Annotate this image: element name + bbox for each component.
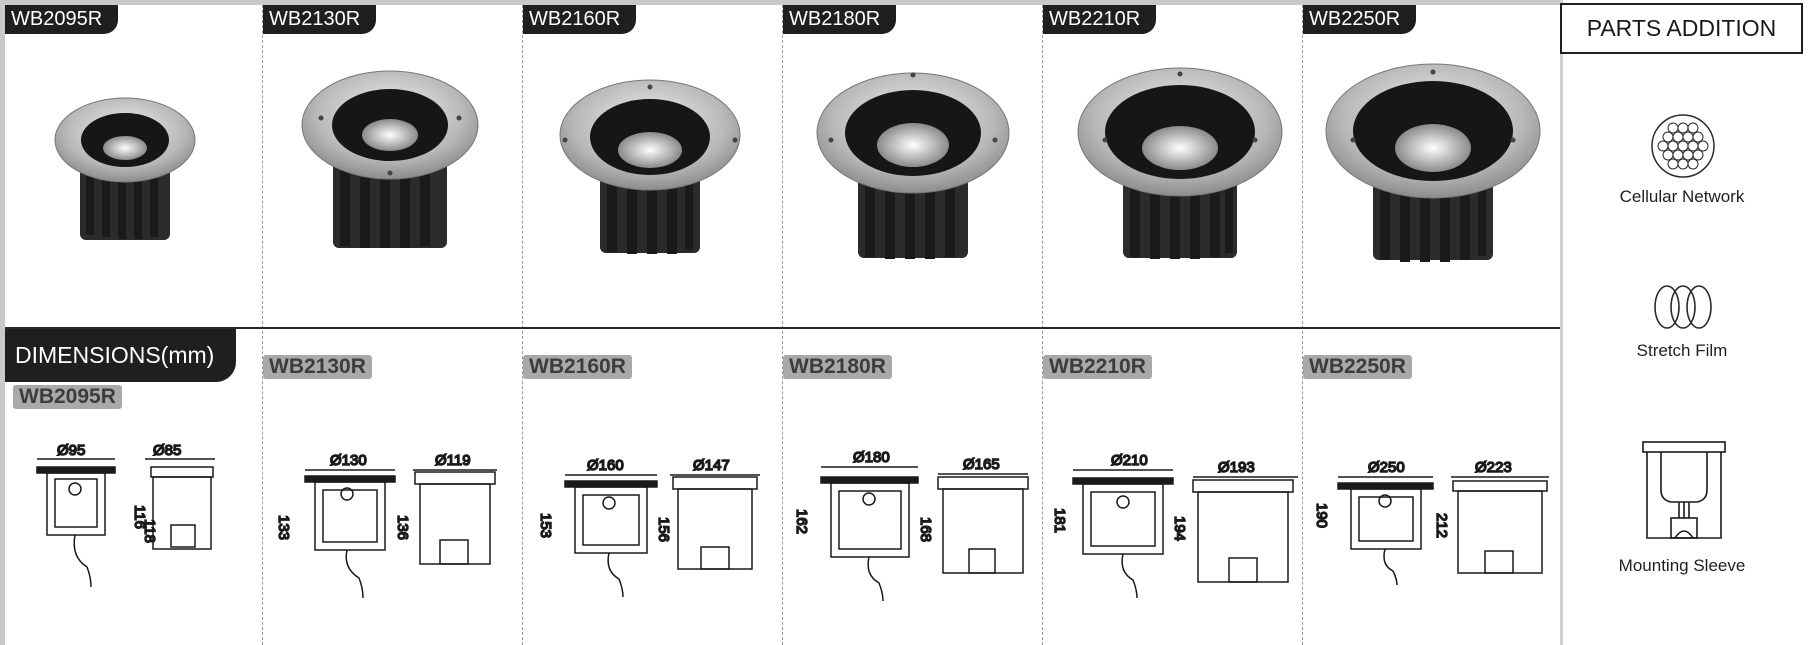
part-label: Stretch Film	[1636, 341, 1728, 360]
dimension-drawing-wb2095r: Ø95 Ø85 116 118	[25, 437, 225, 597]
model-tag: WB2130R	[263, 5, 377, 34]
model-tag: WB2095R	[5, 5, 119, 34]
section-divider	[5, 327, 1560, 329]
model-tag: WB2180R	[783, 5, 897, 34]
dimension-model-tag: WB2130R	[263, 355, 372, 379]
height-label: 181	[1051, 508, 1068, 533]
height-label: 118	[141, 519, 158, 543]
product-photo-wb2160r	[555, 75, 745, 265]
outer-diameter-label: Ø180	[853, 449, 890, 466]
stretch-film-icon	[1652, 283, 1714, 336]
model-tag: WB2210R	[1043, 5, 1157, 34]
part-label: Mounting Sleeve	[1618, 556, 1746, 575]
column-divider	[1302, 5, 1303, 645]
dimension-drawing-wb2160r: Ø160 Ø147 153 156	[536, 455, 775, 600]
part-label: Cellular Network	[1619, 187, 1745, 206]
inner-diameter-label: Ø193	[1218, 459, 1255, 476]
height-label: 190	[1313, 503, 1330, 528]
dimensions-title: DIMENSIONS(mm)	[5, 329, 237, 382]
inner-diameter-label: Ø119	[435, 452, 471, 469]
dimension-drawing-wb2180r: Ø180 Ø165 162 168	[792, 447, 1038, 602]
product-photo-wb2250r	[1323, 58, 1543, 268]
product-photo-wb2180r	[813, 65, 1013, 265]
column-divider	[1042, 5, 1043, 645]
height-label: 116	[131, 505, 148, 529]
dimension-drawing-wb2130r: Ø130 Ø119 133 136	[274, 450, 515, 600]
outer-diameter-label: Ø130	[330, 452, 367, 469]
column-divider	[782, 5, 783, 645]
outer-diameter-label: Ø210	[1111, 452, 1148, 469]
inner-diameter-label: Ø165	[963, 456, 1000, 473]
top-border	[0, 0, 1560, 5]
product-photo-wb2130r	[295, 63, 485, 253]
outer-diameter-label: Ø95	[57, 442, 85, 459]
column-divider	[262, 5, 263, 645]
left-border	[0, 0, 5, 645]
parts-title: PARTS ADDITION	[1560, 3, 1803, 54]
product-photo-wb2095r	[50, 90, 200, 250]
inner-diameter-label: Ø147	[693, 457, 730, 474]
mounting-sleeve-icon	[1641, 440, 1727, 547]
height-label: 168	[917, 517, 934, 542]
model-tag: WB2250R	[1303, 5, 1417, 34]
height-label: 156	[655, 517, 672, 542]
dimension-model-tag: WB2160R	[523, 355, 632, 379]
height-label: 162	[793, 509, 810, 534]
inner-diameter-label: Ø85	[153, 442, 181, 459]
column-divider	[522, 5, 523, 645]
product-sheet: WB2095R WB2130R WB2160R WB2180R WB2210R …	[5, 5, 1560, 645]
dimension-model-tag: WB2250R	[1303, 355, 1412, 379]
height-label: 133	[275, 515, 292, 540]
height-label: 136	[394, 515, 411, 540]
height-label: 212	[1433, 513, 1450, 538]
inner-diameter-label: Ø223	[1475, 459, 1512, 476]
height-label: 194	[1171, 516, 1188, 541]
product-photo-wb2210r	[1075, 60, 1285, 265]
honeycomb-lens-icon	[1650, 113, 1716, 184]
dimension-model-tag: WB2180R	[783, 355, 892, 379]
dimension-drawing-wb2210r: Ø210 Ø193 181 194	[1050, 450, 1303, 600]
outer-diameter-label: Ø160	[587, 457, 624, 474]
height-label: 153	[537, 513, 554, 538]
outer-diameter-label: Ø250	[1368, 459, 1405, 476]
dimension-drawing-wb2250r: Ø250 Ø223 190 212	[1312, 457, 1558, 602]
dimension-model-tag: WB2210R	[1043, 355, 1152, 379]
model-tag: WB2160R	[523, 5, 637, 34]
dimension-model-tag: WB2095R	[13, 385, 122, 409]
